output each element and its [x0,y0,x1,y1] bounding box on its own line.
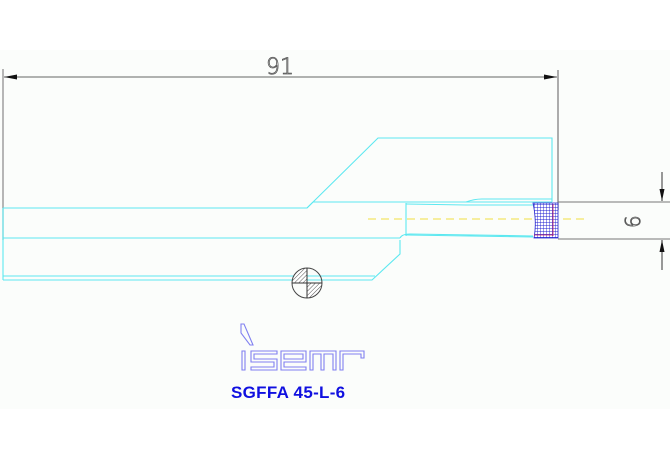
cutting-insert [532,202,559,239]
groove-width-value: 6 [621,215,645,228]
iscar-logo-icon [240,323,365,371]
dimension-groove-width: 6 [558,172,670,270]
model-label: SGFFA 45-L-6 [231,383,346,402]
overall-length-value: 91 [266,55,294,80]
tool-body-outline [2,137,553,281]
dimension-overall-length: 91 [2,55,559,240]
section-quadrant-symbol-icon [291,267,323,299]
